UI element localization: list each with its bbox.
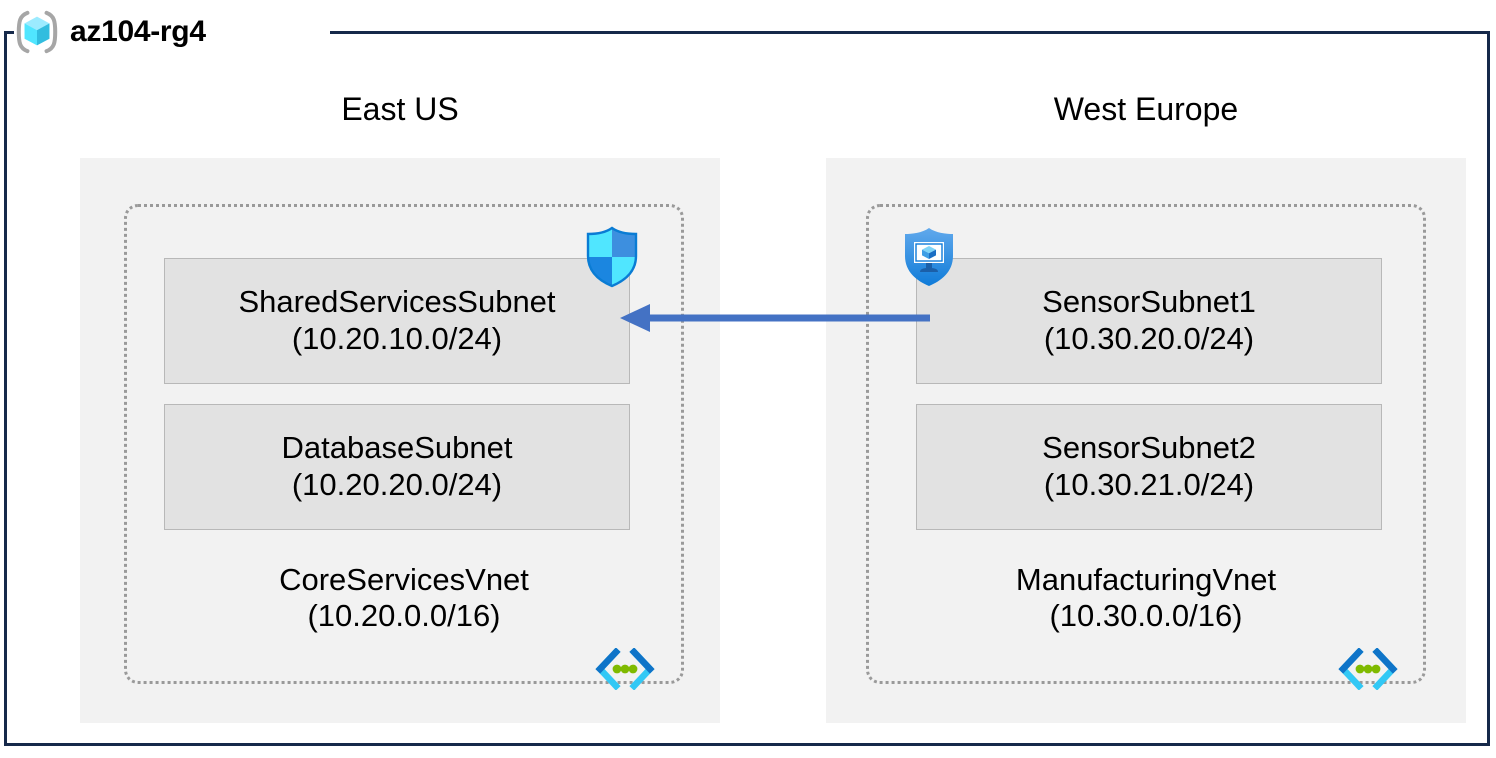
region-label-west-europe: West Europe <box>1053 91 1239 127</box>
resource-group-title-notch <box>14 22 330 42</box>
subnet-address-prefix: (10.20.10.0/24) <box>291 321 503 356</box>
resource-group-frame <box>4 31 1490 746</box>
vnet-box-manufacturingvnet[interactable] <box>866 204 1426 684</box>
vnet-name: ManufacturingVnet <box>1015 562 1277 597</box>
vnet-caption-manufacturingvnet: ManufacturingVnet (10.30.0.0/16) <box>866 562 1426 634</box>
subnet-name: SensorSubnet2 <box>1042 430 1256 466</box>
subnet-name: DatabaseSubnet <box>281 430 513 466</box>
subnet-box-sharedservicessubnet[interactable]: SharedServicesSubnet (10.20.10.0/24) <box>164 258 630 384</box>
vnet-address-space: (10.30.0.0/16) <box>1049 597 1243 633</box>
network-security-group-shield-icon <box>583 225 641 289</box>
resource-group-header[interactable]: az104-rg4 <box>14 8 206 56</box>
subnet-address-prefix: (10.20.20.0/24) <box>291 467 503 502</box>
subnet-name: SensorSubnet1 <box>1042 284 1256 320</box>
subnet-box-databasesubnet[interactable]: DatabaseSubnet (10.20.20.0/24) <box>164 404 630 530</box>
virtual-network-icon <box>1337 647 1399 691</box>
vnet-address-space: (10.20.0.0/16) <box>307 597 501 633</box>
vnet-box-coreservicesvnet[interactable] <box>124 204 684 684</box>
resource-group-cube-icon <box>14 9 60 55</box>
vnet-peering-arrow[interactable] <box>620 300 930 336</box>
vnet-name: CoreServicesVnet <box>279 562 529 597</box>
application-security-group-shield-icon <box>900 225 958 289</box>
virtual-network-icon <box>594 647 656 691</box>
vnet-caption-coreservicesvnet: CoreServicesVnet (10.20.0.0/16) <box>124 562 684 634</box>
resource-group-name: az104-rg4 <box>70 15 206 48</box>
subnet-box-sensorsubnet1[interactable]: SensorSubnet1 (10.30.20.0/24) <box>916 258 1382 384</box>
subnet-name: SharedServicesSubnet <box>238 284 556 320</box>
subnet-box-sensorsubnet2[interactable]: SensorSubnet2 (10.30.21.0/24) <box>916 404 1382 530</box>
subnet-address-prefix: (10.30.20.0/24) <box>1043 321 1255 356</box>
subnet-address-prefix: (10.30.21.0/24) <box>1043 467 1255 502</box>
region-label-east-us: East US <box>341 91 459 127</box>
